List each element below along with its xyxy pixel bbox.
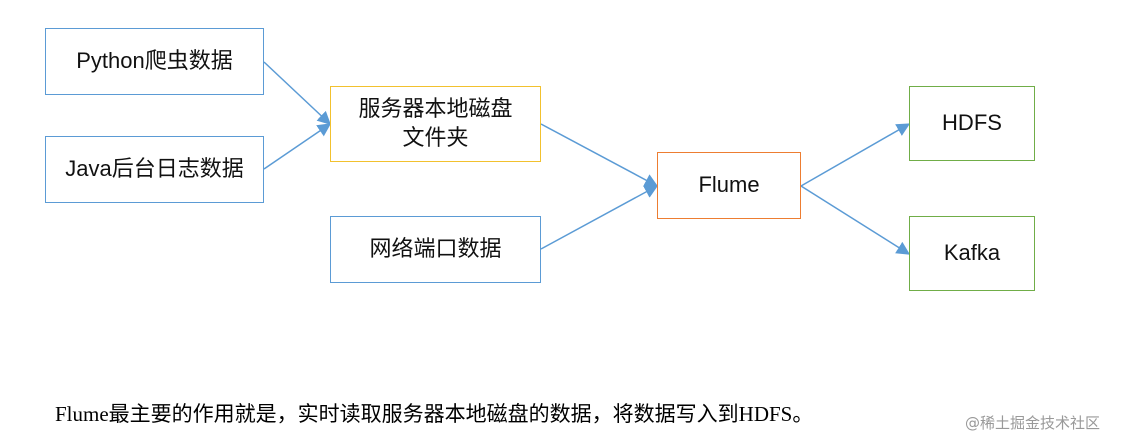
node-label-line1: 服务器本地磁盘 [358, 96, 513, 122]
node-flume: Flume [657, 152, 801, 219]
arrow-disk-to-flume [540, 123, 659, 187]
arrow-java-to-disk [263, 123, 332, 170]
arrow-flume-to-hdfs [800, 123, 911, 187]
arrow-python-to-disk [263, 61, 331, 125]
node-server-local-disk-folder: 服务器本地磁盘 文件夹 [330, 86, 541, 162]
node-label: Java后台日志数据 [65, 156, 244, 182]
node-network-port-data: 网络端口数据 [330, 216, 541, 283]
arrow-net-to-flume [540, 185, 659, 250]
arrow-flume-to-kafka [800, 185, 911, 255]
watermark: @稀土掘金技术社区 [965, 414, 1101, 432]
node-label: HDFS [942, 110, 1002, 136]
node-label: Kafka [943, 240, 1001, 266]
node-label-line2: 文件夹 [402, 125, 469, 150]
node-python-crawler-data: Python爬虫数据 [45, 28, 264, 95]
node-hdfs: HDFS [909, 86, 1035, 161]
node-java-backend-log-data: Java后台日志数据 [45, 136, 264, 203]
node-label: 网络端口数据 [369, 236, 502, 262]
caption-text: Flume最主要的作用就是，实时读取服务器本地磁盘的数据，将数据写入到HDFS。 [55, 402, 814, 426]
node-kafka: Kafka [909, 216, 1035, 291]
node-label: Python爬虫数据 [76, 48, 233, 74]
node-label: Flume [698, 172, 760, 198]
